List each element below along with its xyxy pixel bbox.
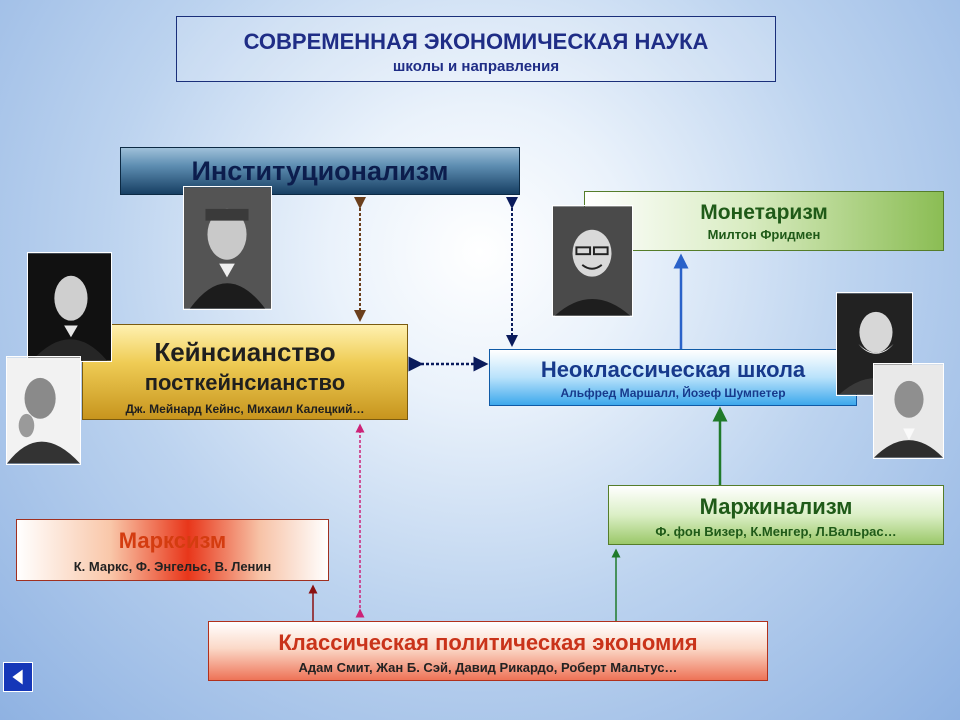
- classical-economy-people: Адам Смит, Жан Б. Сэй, Давид Рикардо, Ро…: [298, 660, 678, 675]
- back-button[interactable]: [3, 662, 33, 692]
- portrait-photo: [183, 186, 272, 310]
- institutionalism-box: Институционализм: [120, 147, 520, 195]
- portrait-photo: [27, 252, 112, 362]
- portrait-photo: [552, 205, 633, 317]
- portrait-photo: [873, 363, 944, 459]
- page-title: СОВРЕМЕННАЯ ЭКОНОМИЧЕСКАЯ НАУКА: [243, 29, 709, 54]
- monetarism-box: Монетаризм Милтон Фридмен: [584, 191, 944, 251]
- keynesianism-title: Кейнсианство: [154, 337, 336, 367]
- neoclassical-people: Альфред Маршалл, Йозеф Шумпетер: [560, 386, 786, 400]
- classical-economy-box: Классическая политическая экономия Адам …: [208, 621, 768, 681]
- post-keynesianism-title: посткейнсианство: [144, 370, 346, 395]
- monetarism-title: Монетаризм: [700, 201, 828, 224]
- page-subtitle: школы и направления: [392, 58, 560, 75]
- marxism-box: Марксизм К. Маркс, Ф. Энгельс, В. Ленин: [16, 519, 329, 581]
- marxism-people: К. Маркс, Ф. Энгельс, В. Ленин: [73, 559, 272, 574]
- neoclassical-title: Неоклассическая школа: [540, 357, 806, 382]
- classical-economy-title: Классическая политическая экономия: [278, 630, 698, 655]
- title-box: СОВРЕМЕННАЯ ЭКОНОМИЧЕСКАЯ НАУКА школы и …: [176, 16, 776, 82]
- back-arrow-icon: [12, 669, 23, 685]
- marginalism-box: Маржинализм Ф. фон Визер, К.Менгер, Л.Ва…: [608, 485, 944, 545]
- keynesianism-box: Кейнсианство посткейнсианство Дж. Мейнар…: [82, 324, 408, 420]
- institutionalism-title: Институционализм: [191, 156, 449, 186]
- marginalism-title: Маржинализм: [699, 494, 853, 519]
- portrait-photo: [6, 356, 81, 465]
- neoclassical-box: Неоклассическая школа Альфред Маршалл, Й…: [489, 349, 857, 406]
- marginalism-people: Ф. фон Визер, К.Менгер, Л.Вальрас…: [655, 524, 897, 539]
- keynesianism-people: Дж. Мейнард Кейнс, Михаил Калецкий…: [125, 402, 365, 416]
- marxism-title: Марксизм: [118, 528, 227, 553]
- monetarism-people: Милтон Фридмен: [707, 227, 821, 242]
